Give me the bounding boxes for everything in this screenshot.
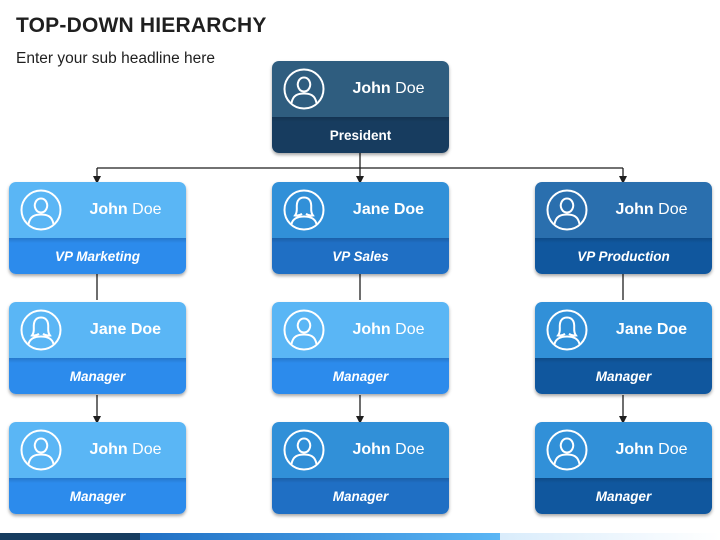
card-header: John Doe	[535, 182, 712, 238]
role-label: Manager	[69, 488, 126, 504]
full-name: Jane Doe	[615, 321, 688, 338]
first-name: John	[352, 321, 391, 338]
card-header: John Doe	[272, 61, 449, 117]
card-header: John Doe	[535, 422, 712, 478]
last-name: Doe	[395, 441, 425, 458]
person-name: John Doe	[332, 61, 445, 117]
card-footer: Manager	[9, 478, 186, 514]
male-avatar-icon	[283, 429, 325, 471]
card-footer: Manager	[535, 358, 712, 394]
male-avatar-icon	[546, 189, 588, 231]
person-name: John Doe	[332, 302, 445, 358]
first-name: John	[89, 201, 128, 218]
card-header: John Doe	[9, 422, 186, 478]
card-header: Jane Doe	[9, 302, 186, 358]
card-footer: Manager	[272, 358, 449, 394]
role-label: Manager	[595, 368, 652, 384]
page-subtitle: Enter your sub headline here	[16, 50, 216, 67]
role-label: Manager	[69, 368, 126, 384]
vp-production-card[interactable]: John Doe VP Production	[535, 182, 712, 274]
role-label: VP Production	[577, 248, 670, 264]
first-name: John	[89, 441, 128, 458]
footer-segment	[140, 533, 500, 540]
card-footer: Manager	[272, 478, 449, 514]
footer-segment	[0, 533, 140, 540]
last-name: Doe	[658, 441, 688, 458]
first-name: John	[352, 80, 391, 97]
role-label: VP Sales	[332, 248, 389, 264]
person-name: John Doe	[69, 182, 182, 238]
card-header: Jane Doe	[272, 182, 449, 238]
president-card[interactable]: John Doe President	[272, 61, 449, 153]
last-name: Doe	[132, 441, 162, 458]
person-name: Jane Doe	[595, 302, 708, 358]
manager-card[interactable]: John Doe Manager	[272, 422, 449, 514]
male-avatar-icon	[20, 189, 62, 231]
vp-marketing-card[interactable]: John Doe VP Marketing	[9, 182, 186, 274]
card-header: John Doe	[272, 422, 449, 478]
female-avatar-icon	[283, 189, 325, 231]
male-avatar-icon	[546, 429, 588, 471]
full-name: Jane Doe	[352, 201, 425, 218]
role-label: President	[329, 127, 392, 143]
male-avatar-icon	[283, 309, 325, 351]
person-name: Jane Doe	[69, 302, 182, 358]
decorative-footer-bar	[0, 533, 720, 540]
page-title: TOP-DOWN HIERARCHY	[16, 14, 267, 37]
male-avatar-icon	[20, 429, 62, 471]
card-footer: Manager	[535, 478, 712, 514]
full-name: Jane Doe	[89, 321, 162, 338]
last-name: Doe	[658, 201, 688, 218]
first-name: John	[615, 201, 654, 218]
person-name: John Doe	[595, 182, 708, 238]
person-name: John Doe	[595, 422, 708, 478]
vp-sales-card[interactable]: Jane Doe VP Sales	[272, 182, 449, 274]
person-name: John Doe	[69, 422, 182, 478]
last-name: Doe	[132, 201, 162, 218]
manager-card[interactable]: John Doe Manager	[272, 302, 449, 394]
last-name: Doe	[395, 80, 425, 97]
person-name: Jane Doe	[332, 182, 445, 238]
manager-card[interactable]: Jane Doe Manager	[535, 302, 712, 394]
card-footer: Manager	[9, 358, 186, 394]
person-name: John Doe	[332, 422, 445, 478]
card-footer: President	[272, 117, 449, 153]
role-label: Manager	[595, 488, 652, 504]
female-avatar-icon	[546, 309, 588, 351]
card-header: Jane Doe	[535, 302, 712, 358]
manager-card[interactable]: John Doe Manager	[535, 422, 712, 514]
card-header: John Doe	[272, 302, 449, 358]
manager-card[interactable]: Jane Doe Manager	[9, 302, 186, 394]
role-label: Manager	[332, 368, 389, 384]
female-avatar-icon	[20, 309, 62, 351]
last-name: Doe	[395, 321, 425, 338]
footer-segment	[500, 533, 720, 540]
male-avatar-icon	[283, 68, 325, 110]
role-label: VP Marketing	[54, 248, 141, 264]
card-footer: VP Sales	[272, 238, 449, 274]
card-footer: VP Marketing	[9, 238, 186, 274]
card-header: John Doe	[9, 182, 186, 238]
first-name: John	[352, 441, 391, 458]
first-name: John	[615, 441, 654, 458]
role-label: Manager	[332, 488, 389, 504]
manager-card[interactable]: John Doe Manager	[9, 422, 186, 514]
card-footer: VP Production	[535, 238, 712, 274]
